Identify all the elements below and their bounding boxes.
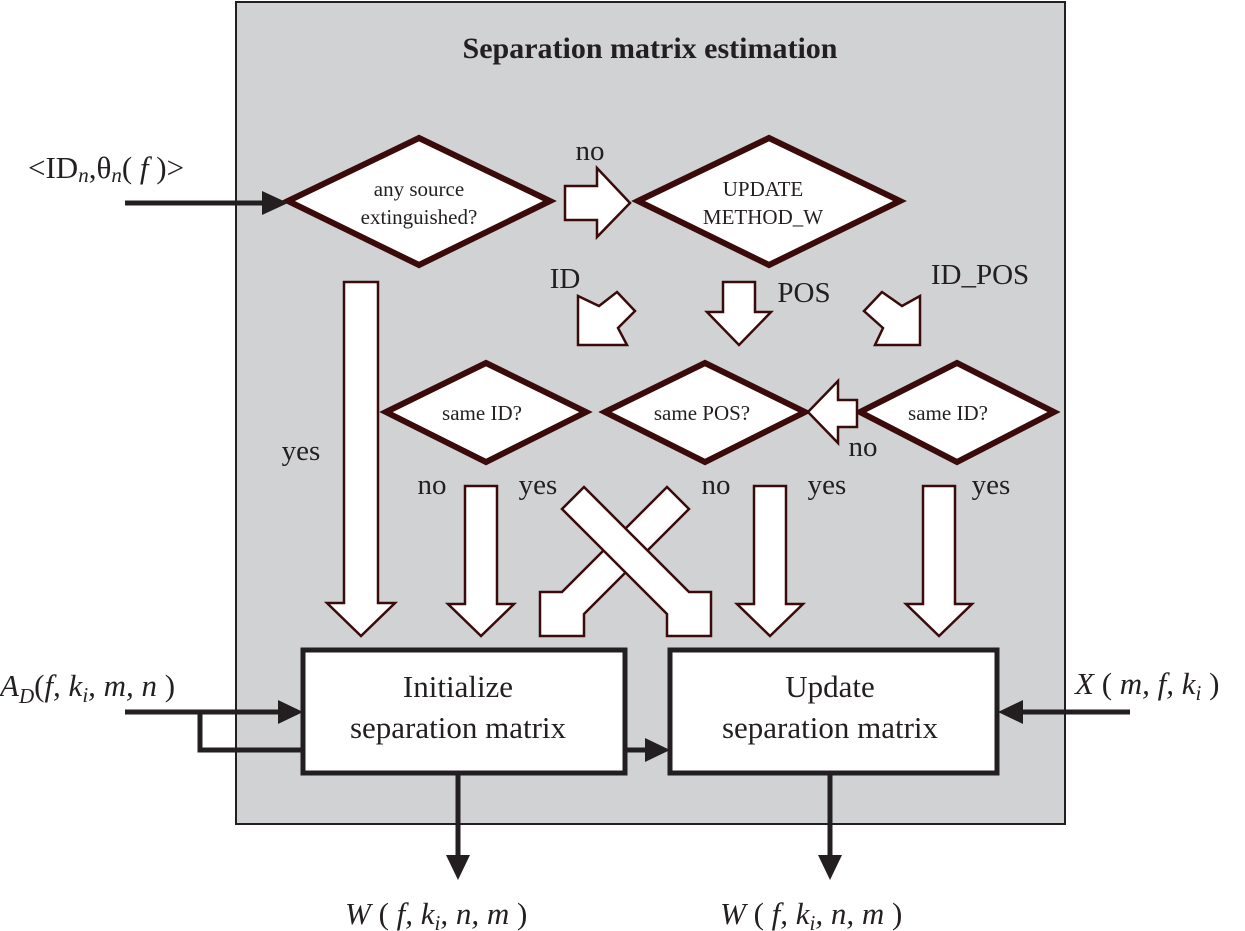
label-no-1: no	[418, 469, 447, 501]
init-to-update-arrowhead	[645, 738, 670, 762]
decision-extinguished-line2: extinguished?	[361, 205, 478, 229]
update-box-line2: separation matrix	[722, 710, 939, 745]
label-pos: POS	[777, 277, 830, 309]
input-label-x: X ( m, f, ki )	[1073, 666, 1219, 705]
label-no-top: no	[576, 135, 605, 167]
input-label-top: <IDn,θn( f )>	[28, 150, 184, 187]
decision-same-id-left-label: same ID?	[442, 401, 522, 425]
input-label-ad: AD(f, ki, m, n )	[0, 668, 175, 708]
arrow-yes-same-id-diag	[560, 485, 713, 638]
arrow-no-to-same-pos	[806, 377, 859, 447]
label-no-2: no	[702, 469, 731, 501]
output-label-right: W ( f, ki, n, m )	[720, 896, 902, 931]
decision-same-pos-label: same POS?	[654, 401, 750, 425]
decision-extinguished	[281, 134, 557, 269]
bypass-line-ad	[197, 712, 303, 753]
arrow-no-to-update-method	[563, 164, 632, 241]
arrow-id-pos	[862, 290, 922, 347]
initialize-box	[300, 647, 628, 776]
output-label-left: W ( f, ki, n, m )	[345, 896, 527, 931]
arrow-yes-to-initialize	[323, 280, 399, 638]
panel-title: Separation matrix estimation	[463, 32, 838, 65]
initialize-box-line1: Initialize	[403, 669, 513, 704]
label-yes-left: yes	[282, 435, 321, 467]
arrow-yes-same-id-right	[902, 484, 976, 638]
arrow-no-same-id-left	[444, 484, 518, 638]
label-yes-1: yes	[519, 469, 558, 501]
input-arrowhead-top	[262, 191, 288, 215]
arrow-pos	[704, 280, 774, 347]
decision-update-method	[631, 134, 907, 269]
decision-update-method-line1: UPDATE	[723, 177, 804, 201]
initialize-box-line2: separation matrix	[350, 710, 567, 745]
decision-same-pos	[598, 359, 812, 466]
label-yes-2: yes	[808, 469, 847, 501]
label-id: ID	[550, 263, 581, 295]
decision-extinguished-line1: any source	[374, 177, 464, 201]
label-yes-3: yes	[972, 469, 1011, 501]
label-no-side: no	[849, 431, 878, 463]
decision-same-id-left	[379, 359, 593, 466]
decision-same-id-right-label: same ID?	[908, 401, 988, 425]
update-box	[667, 647, 1000, 776]
label-id-pos: ID_POS	[931, 259, 1029, 291]
input-arrowhead-ad	[278, 700, 303, 724]
update-box-line1: Update	[785, 669, 875, 704]
output-arrowhead-right	[818, 855, 842, 880]
arrow-id	[576, 290, 637, 347]
arrow-yes-same-pos	[733, 484, 807, 638]
decision-update-method-line2: METHOD_W	[703, 205, 823, 229]
decision-same-id-right	[853, 359, 1061, 466]
output-arrowhead-left	[446, 855, 470, 880]
input-arrowhead-x	[998, 700, 1023, 724]
